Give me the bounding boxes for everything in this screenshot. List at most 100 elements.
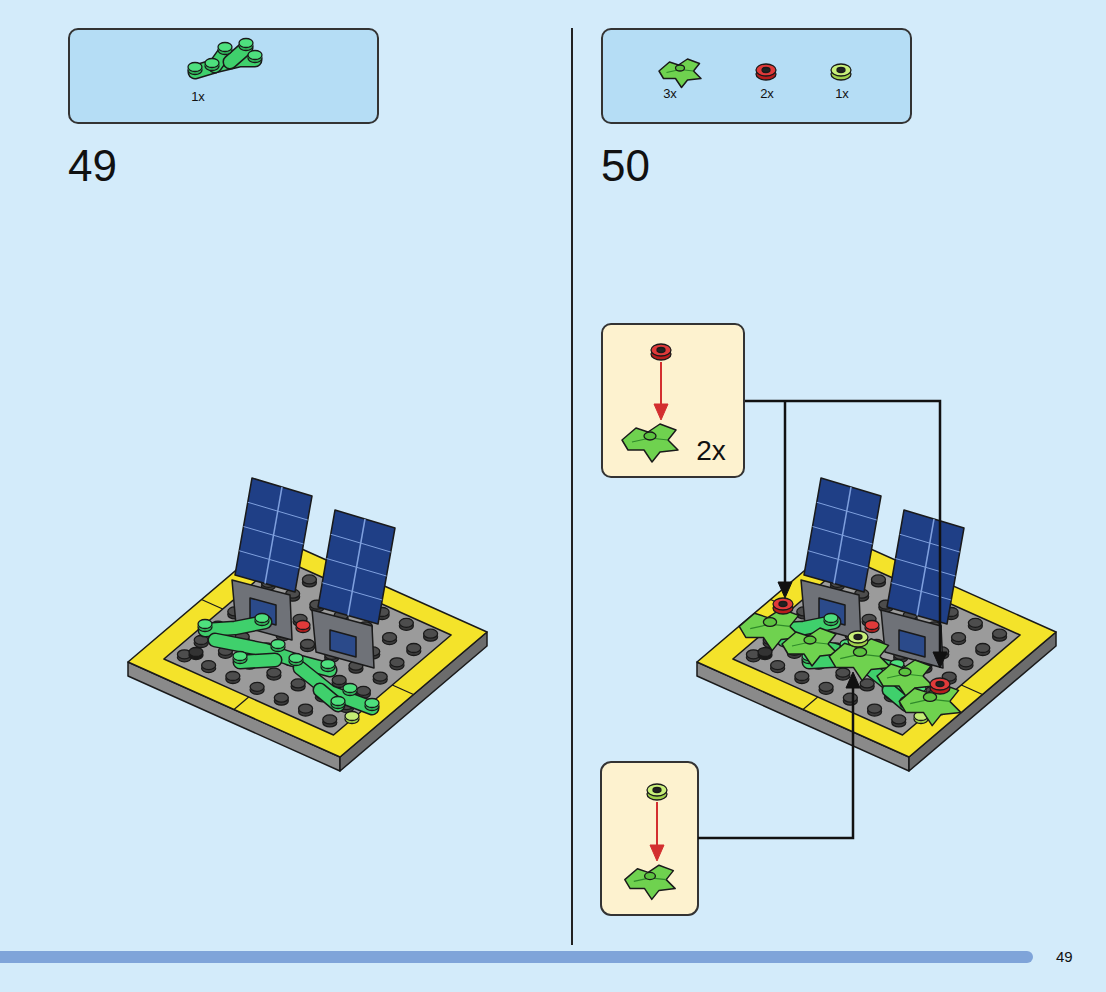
stud (218, 43, 232, 55)
stud-top (365, 699, 379, 708)
stud (399, 618, 413, 630)
stud-top (233, 652, 247, 661)
stud (291, 679, 305, 691)
tile-seam (202, 600, 223, 610)
leader-line (745, 401, 940, 652)
stud (373, 672, 387, 684)
flower-hole (657, 348, 665, 353)
callout-box: 2x (601, 323, 745, 478)
flower-hole (653, 788, 661, 793)
stud-top (871, 575, 885, 584)
tile-seam (392, 685, 413, 695)
parts-box: 3x 2x 1x (601, 28, 912, 124)
leaf-shape (622, 424, 678, 462)
stud (993, 629, 1007, 641)
stud (289, 654, 303, 666)
stud (345, 712, 359, 724)
stud-top (383, 633, 397, 642)
stud-top (343, 684, 357, 693)
red-arrow (656, 802, 658, 846)
flower-top (930, 678, 950, 690)
stud (758, 648, 772, 660)
arrowhead (650, 845, 664, 861)
leaf-piece (782, 628, 838, 666)
stud (321, 660, 335, 672)
flower-top (651, 344, 671, 356)
stud-top (255, 614, 269, 623)
stud-top (299, 704, 313, 713)
stud (407, 644, 421, 656)
plant-stems (198, 614, 379, 711)
stud (824, 614, 838, 626)
step-number: 49 (68, 144, 117, 188)
stud-top (968, 618, 982, 627)
solar-panel (318, 510, 395, 624)
stud-top (390, 658, 404, 667)
callout-box (601, 762, 698, 915)
branch-body (300, 668, 372, 708)
leaf-stud (923, 693, 936, 702)
stud (843, 693, 857, 705)
stud (255, 614, 269, 626)
stud (331, 697, 345, 709)
stud-top (226, 672, 240, 681)
stud (868, 704, 882, 716)
leader-line (784, 401, 787, 582)
flower-top (773, 598, 793, 610)
stud-top (296, 621, 310, 630)
stud-top (399, 618, 413, 627)
step-divider (571, 28, 573, 945)
stud (771, 661, 785, 673)
grey-plate (733, 559, 1020, 735)
stud (968, 618, 982, 630)
stud (198, 620, 212, 632)
stud (819, 682, 833, 694)
part-count: 3x (663, 87, 677, 102)
leaf-shape (625, 865, 675, 899)
stud (248, 51, 262, 63)
part-count: 1x (191, 90, 205, 105)
branch-outline (300, 668, 372, 708)
stud-top (301, 640, 315, 649)
stud-top (976, 644, 990, 653)
leaf-stud (676, 65, 685, 71)
solar-panel (235, 478, 312, 592)
stud-top (188, 63, 202, 72)
stud (836, 668, 850, 680)
tile-seam (234, 697, 249, 710)
flower-piece (831, 64, 851, 80)
flower-piece (773, 598, 793, 614)
arrowhead (778, 582, 792, 598)
stud (343, 684, 357, 696)
parts-icons (188, 39, 851, 88)
stud (189, 648, 203, 660)
part-count: 1x (835, 87, 849, 102)
flower-piece (848, 631, 868, 647)
stud (892, 715, 906, 727)
stud-top (959, 658, 973, 667)
lego-model (697, 478, 1056, 771)
leader-arrows (698, 401, 947, 838)
arrowhead (654, 404, 668, 420)
panel-cell-line (265, 487, 282, 584)
stud-top (771, 661, 785, 670)
part-count: 2x (760, 87, 774, 102)
leaf-stud (899, 668, 911, 676)
tile-seam (961, 685, 982, 695)
flower-piece (651, 344, 671, 360)
stud-top (321, 660, 335, 669)
solar-panel (804, 478, 881, 592)
stud (233, 652, 247, 664)
stud-top (302, 575, 316, 584)
panel-cell-line (834, 487, 851, 584)
stud-top (868, 704, 882, 713)
stud (383, 633, 397, 645)
stud (205, 59, 219, 71)
flower-piece (756, 64, 776, 80)
arrowhead (933, 652, 947, 668)
arrowhead (846, 672, 860, 688)
step-number: 50 (601, 144, 650, 188)
stud (301, 640, 315, 652)
stud-top (250, 682, 264, 691)
